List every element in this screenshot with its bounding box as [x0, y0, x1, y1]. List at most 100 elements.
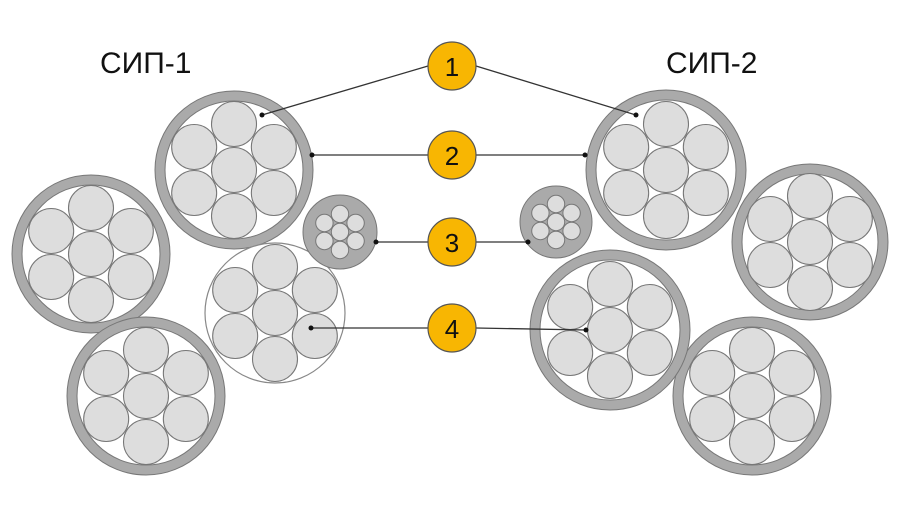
- badge-circle: [427, 303, 477, 353]
- wire-strand: [603, 123, 650, 171]
- callout-badge-1: 1: [427, 41, 477, 91]
- sip2-phase-bottom: [672, 316, 832, 476]
- wire-strand: [786, 218, 834, 266]
- wire-strand: [210, 192, 258, 240]
- leader-dot: [373, 239, 379, 245]
- wire-strand: [586, 352, 634, 400]
- wire-strand: [546, 212, 566, 232]
- callout-badge-3: 3: [427, 217, 477, 267]
- badge-circle: [427, 41, 477, 91]
- callout-badge-2: 2: [427, 130, 477, 180]
- wire-strand: [826, 195, 873, 243]
- sip1-neutral-bare: [204, 242, 346, 384]
- wire-strand: [251, 243, 299, 291]
- wire-strand: [107, 253, 154, 301]
- wire-strand: [826, 241, 873, 289]
- leader-line-4-right: [475, 327, 587, 331]
- leader-dot: [308, 325, 314, 331]
- wire-strand: [786, 172, 834, 220]
- leader-dot: [582, 152, 588, 158]
- badge-number: 3: [445, 228, 459, 258]
- wire-strand: [786, 264, 834, 312]
- wire-strand: [586, 306, 634, 354]
- wire-strand: [346, 213, 365, 233]
- sip1-lighting-core: [302, 194, 378, 270]
- wire-strand: [67, 184, 115, 232]
- wire-strand: [251, 289, 299, 337]
- wire-strand: [642, 100, 690, 148]
- wire-strand: [330, 204, 350, 224]
- wire-strand: [291, 266, 338, 314]
- wire-strand: [330, 240, 350, 260]
- wire-strand: [689, 395, 736, 443]
- wire-strand: [67, 230, 115, 278]
- wire-strand: [603, 169, 650, 217]
- leader-dot: [309, 152, 315, 158]
- sip2-lighting-core: [519, 185, 593, 259]
- wire-strand: [251, 335, 299, 383]
- wire-strand: [642, 146, 690, 194]
- leader-dot: [583, 327, 589, 333]
- wire-strand: [212, 266, 259, 314]
- wire-strand: [747, 195, 794, 243]
- wire-strand: [728, 372, 776, 420]
- leader-line-1-right: [475, 65, 637, 116]
- wire-strand: [250, 169, 297, 217]
- badge-number: 4: [445, 314, 459, 344]
- wire-strand: [291, 312, 338, 360]
- badge-number: 1: [445, 52, 459, 82]
- badge-circle: [427, 130, 477, 180]
- wire-strand: [682, 123, 729, 171]
- wire-strand: [768, 349, 815, 397]
- leader-dot: [633, 112, 639, 118]
- wire-strand: [546, 194, 566, 214]
- badge-number: 2: [445, 141, 459, 171]
- wire-strand: [531, 221, 550, 241]
- leader-dot: [259, 112, 265, 118]
- sip2-neutral: [529, 249, 691, 411]
- wire-strand: [330, 222, 350, 242]
- wire-strand: [546, 230, 566, 250]
- wire-strand: [547, 283, 594, 331]
- leader-dot: [525, 239, 531, 245]
- sip1-phase-bottom: [66, 316, 226, 476]
- wire-strand: [682, 169, 729, 217]
- wire-strand: [626, 283, 673, 331]
- wire-strand: [212, 312, 259, 360]
- wire-strand: [171, 169, 218, 217]
- wire-strand: [562, 203, 581, 223]
- wire-strand: [171, 123, 218, 171]
- sip2-phase-right: [731, 163, 889, 321]
- wire-strand: [83, 349, 130, 397]
- wire-strand: [28, 207, 75, 255]
- wire-strand: [626, 329, 673, 377]
- callout-badge-4: 4: [427, 303, 477, 353]
- leader-line-1-left: [261, 65, 429, 116]
- wire-strand: [728, 418, 776, 466]
- wire-strand: [642, 192, 690, 240]
- wire-strand: [531, 203, 550, 223]
- wire-strand: [547, 329, 594, 377]
- wire-strand: [210, 100, 258, 148]
- wire-strand: [346, 231, 365, 251]
- title-sip-1: СИП-1: [100, 47, 191, 80]
- wire-strand: [315, 213, 334, 233]
- wire-strand: [67, 276, 115, 324]
- wire-strand: [210, 146, 258, 194]
- wire-strand: [315, 231, 334, 251]
- wire-strand: [122, 372, 170, 420]
- wire-strand: [768, 395, 815, 443]
- wire-strand: [28, 253, 75, 301]
- wire-strand: [162, 349, 209, 397]
- sip2-phase-top: [585, 89, 747, 251]
- wire-strand: [107, 207, 154, 255]
- wire-strand: [250, 123, 297, 171]
- badge-circle: [427, 217, 477, 267]
- sip1-phase-top: [154, 90, 314, 250]
- title-sip-2: СИП-2: [666, 47, 757, 80]
- sip1-phase-left: [11, 174, 171, 334]
- wire-strand: [83, 395, 130, 443]
- wire-strand: [162, 395, 209, 443]
- wire-strand: [586, 260, 634, 308]
